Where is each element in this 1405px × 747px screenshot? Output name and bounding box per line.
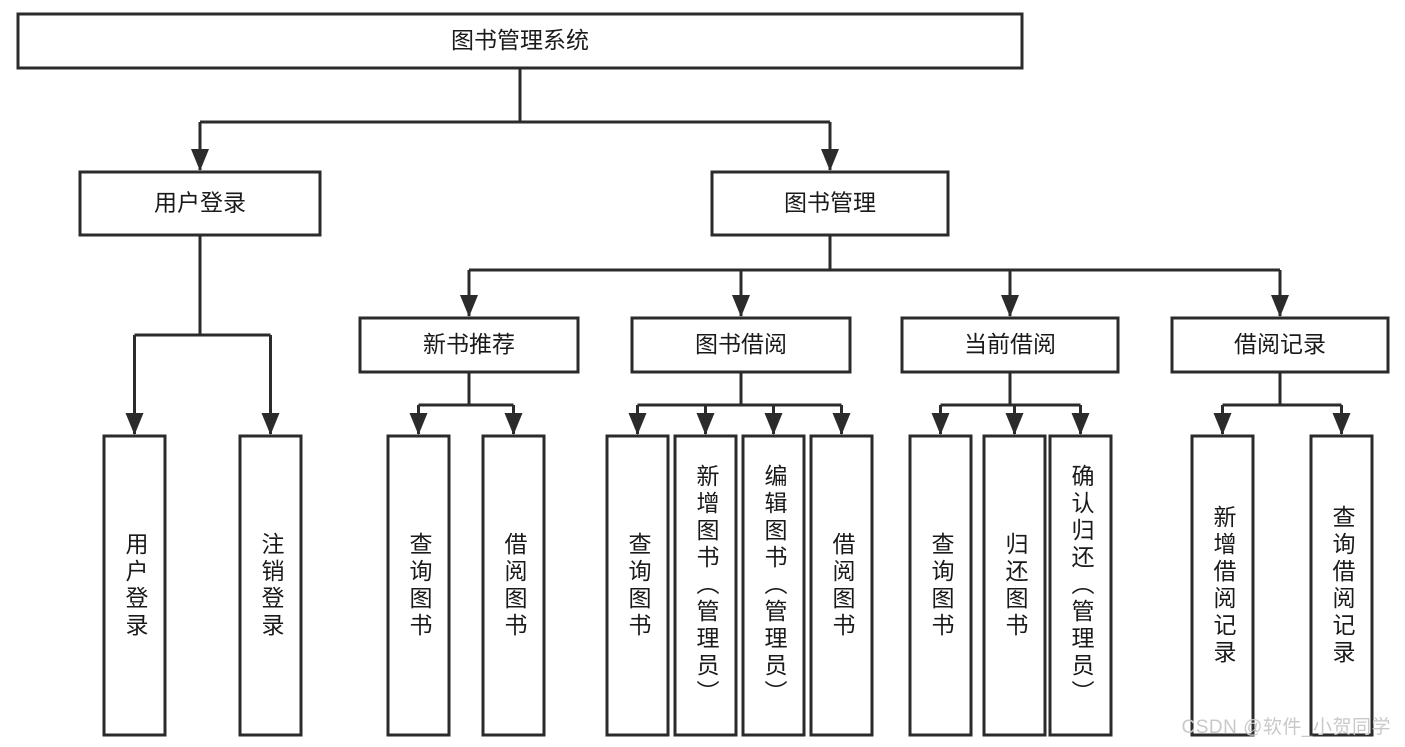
arrow-head-icon [931, 413, 950, 435]
arrow-head-icon [1005, 413, 1024, 435]
leaf-查询借阅记录-g3-1[interactable] [1309, 434, 1374, 737]
node-l3-新书推荐[interactable] [358, 316, 580, 374]
leaf-新增图书管理员-g1-1[interactable] [673, 434, 738, 737]
arrow-head-icon [821, 149, 839, 171]
connectors-layer [125, 68, 1351, 435]
arrow-head-icon [696, 413, 715, 435]
leaf-借阅图书-g1-3[interactable] [809, 434, 874, 737]
node-l3-新书推荐-label: 新书推荐 [423, 331, 515, 357]
node-root-图书管理系统-label: 图书管理系统 [451, 27, 589, 53]
arrow-head-icon [764, 413, 783, 435]
node-l2-用户登录-label: 用户登录 [154, 190, 246, 216]
arrow-head-icon [125, 413, 144, 435]
leaf-用户登录-login-0[interactable] [102, 434, 167, 737]
leaf-新增借阅记录-g3-0[interactable] [1190, 434, 1255, 737]
watermark-text: CSDN @软件_小贺同学 [1181, 717, 1391, 738]
node-root-图书管理系统[interactable] [16, 12, 1024, 70]
arrow-head-icon [1271, 295, 1289, 317]
node-l3-图书借阅[interactable] [630, 316, 852, 374]
node-l3-图书借阅-label: 图书借阅 [695, 331, 787, 357]
arrow-head-icon [409, 413, 428, 435]
arrow-head-icon [261, 413, 280, 435]
leaf-查询图书-g1-0[interactable] [605, 434, 670, 737]
leaf-编辑图书管理员-g1-2[interactable] [741, 434, 806, 737]
arrow-head-icon [1332, 413, 1351, 435]
arrow-head-icon [628, 413, 647, 435]
node-l2-图书管理-label: 图书管理 [784, 190, 876, 216]
leaf-归还图书-g2-1[interactable] [982, 434, 1047, 737]
node-l3-借阅记录[interactable] [1170, 316, 1390, 374]
arrow-head-icon [460, 295, 478, 317]
leaf-借阅图书-g0-1[interactable] [481, 434, 546, 737]
arrow-head-icon [504, 413, 523, 435]
leaf-查询图书-g0-0[interactable] [386, 434, 451, 737]
node-l3-当前借阅-label: 当前借阅 [964, 331, 1056, 357]
arrow-head-icon [832, 413, 851, 435]
arrow-head-icon [732, 295, 750, 317]
arrow-head-icon [1001, 295, 1019, 317]
node-l2-用户登录[interactable] [78, 170, 322, 237]
arrow-head-icon [191, 149, 209, 171]
node-l3-借阅记录-label: 借阅记录 [1234, 331, 1326, 357]
arrow-head-icon [1213, 413, 1232, 435]
leaf-注销登录-login-1[interactable] [238, 434, 303, 737]
leaf-查询图书-g2-0[interactable] [908, 434, 973, 737]
node-l3-当前借阅[interactable] [900, 316, 1120, 374]
leaf-确认归还管理员-g2-2[interactable] [1048, 434, 1113, 737]
node-l2-图书管理[interactable] [710, 170, 950, 237]
boxes-layer [16, 12, 1390, 737]
arrow-head-icon [1071, 413, 1090, 435]
